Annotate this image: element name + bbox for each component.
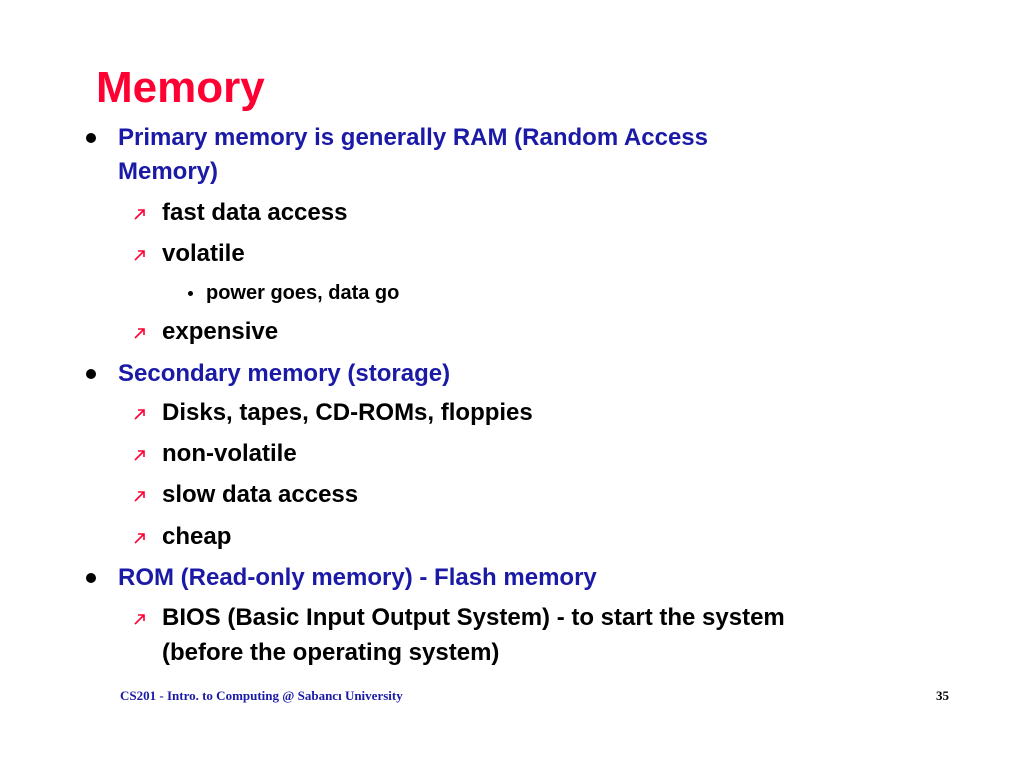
- sub-item-bios: BIOS (Basic Input Output System) - to st…: [162, 604, 785, 631]
- arrow-bullet-icon: [134, 250, 145, 261]
- sub-item-fast-data-access: fast data access: [162, 199, 348, 226]
- bullet-item-primary-memory: Primary memory is generally RAM (Random …: [118, 124, 709, 151]
- footer-course: CS201 - Intro. to Computing @ Sabancı Un…: [120, 688, 403, 703]
- sub-item-slow-data-access: slow data access: [162, 481, 359, 508]
- bullet-dot-icon: [86, 369, 96, 379]
- sub-item-cheap: cheap: [162, 523, 232, 550]
- slide-title: Memory: [96, 63, 265, 112]
- bullet-item-secondary-memory: Secondary memory (storage): [118, 360, 451, 387]
- page-number: 35: [936, 688, 949, 703]
- bullet-item-rom: ROM (Read-only memory) - Flash memory: [118, 564, 597, 591]
- sub-sub-item-power-goes: power goes, data go: [206, 282, 400, 304]
- arrow-bullet-icon: [134, 614, 145, 625]
- arrow-bullet-icon: [134, 328, 145, 339]
- sub-item-volatile: volatile: [162, 240, 245, 267]
- sub-item-non-volatile: non-volatile: [162, 440, 297, 467]
- arrow-bullet-icon: [134, 209, 145, 220]
- bullet-dot-icon: [86, 573, 96, 583]
- sub-item-disks-tapes: Disks, tapes, CD-ROMs, floppies: [162, 399, 533, 426]
- arrow-bullet-icon: [134, 491, 145, 502]
- arrow-bullet-icon: [134, 409, 145, 420]
- sub-item-expensive: expensive: [162, 318, 279, 345]
- sub-item-bios-cont: (before the operating system): [162, 639, 500, 666]
- bullet-item-primary-memory-cont: Memory): [118, 158, 219, 185]
- arrow-bullet-icon: [134, 533, 145, 544]
- arrow-bullet-icon: [134, 450, 145, 461]
- small-bullet-icon: [188, 291, 193, 296]
- bullet-dot-icon: [86, 133, 96, 143]
